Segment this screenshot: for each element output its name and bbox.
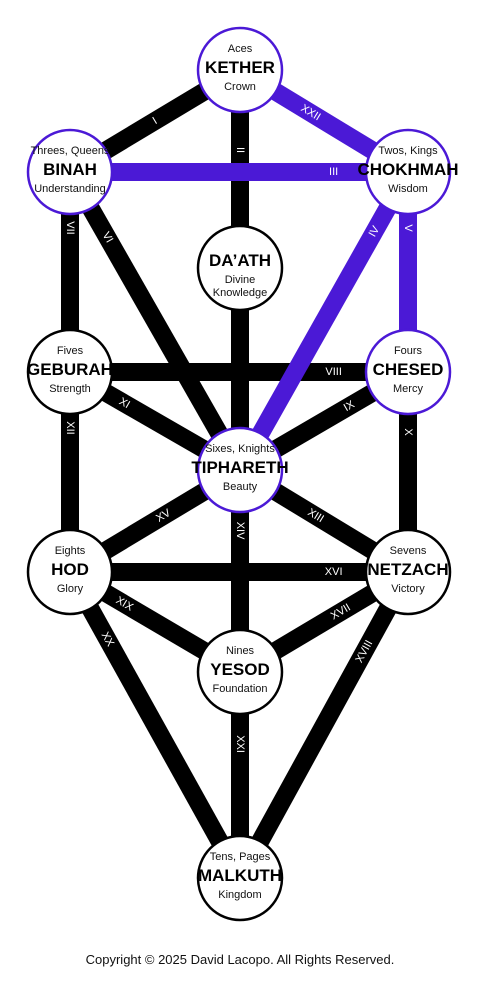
sephira-sub: Mercy (393, 383, 423, 395)
sephira-sub: Divine (225, 274, 256, 286)
path-xvi: XVI (70, 563, 408, 581)
sephira-sub2: Knowledge (213, 287, 267, 299)
sephira-top: Nines (226, 645, 255, 657)
path-xx: XX (62, 567, 248, 883)
copyright-text: Copyright © 2025 David Lacopo. All Right… (85, 952, 395, 967)
sephira-circle (196, 628, 284, 716)
path-label: XVI (325, 566, 343, 578)
sephira-circle (196, 224, 284, 312)
sephira-top: Twos, Kings (378, 145, 438, 157)
sephira-top: Sixes, Knights (205, 443, 275, 455)
sephira-name: TIPHARETH (191, 458, 288, 477)
sephira-sub: Understanding (34, 183, 106, 195)
path-bar (62, 567, 248, 883)
sephira-name: HOD (51, 560, 89, 579)
sephira-sub: Kingdom (218, 889, 261, 901)
sephira-circle (26, 328, 114, 416)
path-label: XII (64, 421, 76, 434)
path-label: I (151, 115, 160, 127)
sephira-top: Eights (55, 545, 86, 557)
sephira-name: MALKUTH (198, 866, 282, 885)
sephira-circle (196, 426, 284, 514)
sephira-circle (26, 528, 114, 616)
sephira-top: Fives (57, 345, 84, 357)
path-bar (62, 167, 248, 475)
sephira-name: KETHER (205, 58, 275, 77)
sephira-sub: Beauty (223, 481, 258, 493)
sephira-circle (26, 128, 114, 216)
path-label: XXI (234, 735, 246, 753)
path-label: X (402, 428, 414, 436)
sephira-name: BINAH (43, 160, 97, 179)
path-label: XI (117, 396, 132, 412)
path-xviii: XVIII (232, 567, 416, 883)
sephira-circle (364, 328, 452, 416)
sephira-name: CHESED (373, 360, 444, 379)
sephira-circle (196, 834, 284, 922)
path-label: V (402, 224, 414, 232)
sephira-name: NETZACH (367, 560, 448, 579)
path-viii: VIII (70, 363, 408, 381)
sephira-name: GEBURAH (27, 360, 113, 379)
sephira-sub: Foundation (212, 683, 267, 695)
sephira-sub: Crown (224, 81, 256, 93)
sephira-sub: Glory (57, 583, 84, 595)
sephira-sub: Strength (49, 383, 91, 395)
sephira-top: Sevens (390, 545, 427, 557)
path-bar (232, 167, 416, 475)
path-label: VII (64, 221, 76, 234)
path-vi: VI (62, 167, 248, 475)
path-iii: III (70, 163, 408, 181)
sephira-top: Threes, Queens (31, 145, 110, 157)
sephira-circle (196, 26, 284, 114)
path-label: II (234, 147, 246, 153)
sephira-name: CHOKHMAH (357, 160, 458, 179)
sephira-top: Aces (228, 43, 253, 55)
sephira-circle (364, 528, 452, 616)
sephira-name: YESOD (210, 660, 270, 679)
path-label: XIV (234, 522, 246, 540)
path-label: VIII (325, 366, 342, 378)
path-label: VI (100, 230, 116, 245)
sephira-circle (364, 128, 452, 216)
sephira-top: Fours (394, 345, 423, 357)
sephira-top: Tens, Pages (210, 851, 271, 863)
path-label: III (329, 166, 338, 178)
sephira-name: DA’ATH (209, 251, 271, 270)
path-iv: IV (232, 167, 416, 475)
sephira-sub: Victory (391, 583, 425, 595)
path-bar (232, 567, 416, 883)
sephira-sub: Wisdom (388, 183, 428, 195)
